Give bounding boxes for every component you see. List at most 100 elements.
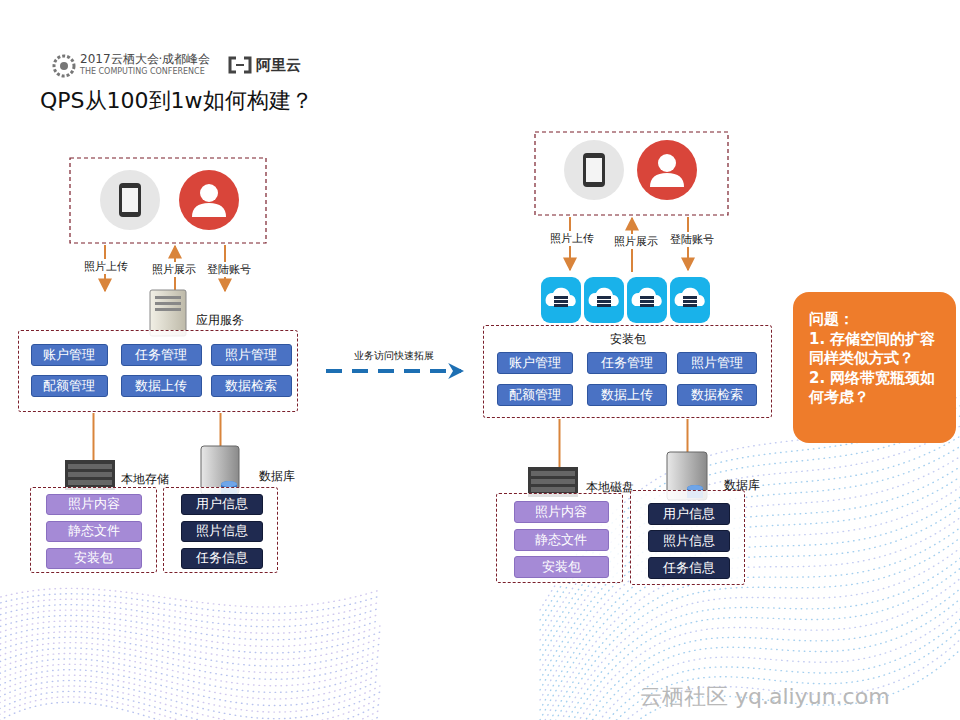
group-heading: 数据库 <box>724 477 760 494</box>
module-box: 账户管理 <box>31 344 108 366</box>
wave-dots <box>0 610 380 633</box>
wave-dots <box>0 653 380 685</box>
phone-icon <box>564 140 624 200</box>
logo-text: 阿里云 <box>256 56 301 75</box>
wave-dots <box>0 643 380 673</box>
person-icon <box>179 170 239 230</box>
aliyun-logo <box>230 58 250 72</box>
group-frame: 本地磁盘照片内容静态文件安装包 <box>496 493 623 583</box>
module-box: 任务管理 <box>587 352 667 374</box>
person-icon <box>637 140 697 200</box>
phone-icon <box>100 170 160 230</box>
wave-dots <box>0 697 380 720</box>
question-callout: 问题：1. 存储空间的扩容同样类似方式？2. 网络带宽瓶颈如何考虑？ <box>793 292 956 443</box>
wave-dots <box>0 648 380 679</box>
logo-text: THE COMPUTING CONFERENCE <box>80 67 205 76</box>
module-box: 用户信息 <box>181 494 263 515</box>
box-text: 照片管理 <box>691 354 743 372</box>
wave-dots <box>0 626 380 653</box>
box-text: 照片信息 <box>663 532 715 550</box>
wave-dots <box>540 590 960 720</box>
wave-dots <box>540 560 960 720</box>
box-text: 问题： <box>809 310 946 330</box>
module-box: 用户信息 <box>648 503 730 525</box>
group-heading: 应用服务 <box>196 312 244 329</box>
flow-label: 登陆账号 <box>205 262 253 277</box>
module-box: 照片内容 <box>46 494 142 515</box>
box-text: 照片内容 <box>68 495 120 513</box>
group-frame: 安装包账户管理任务管理照片管理配额管理数据上传数据检索 <box>483 325 772 418</box>
wave-dots <box>0 615 380 639</box>
box-text: 任务管理 <box>601 354 653 372</box>
expansion-arrow <box>326 369 461 373</box>
cloud-server-icons <box>541 277 710 323</box>
wave-dots <box>540 640 960 720</box>
wave-dots <box>0 670 380 706</box>
box-text: 数据检索 <box>691 386 743 404</box>
box-text: 数据检索 <box>225 377 277 395</box>
box-text: 2. 网络带宽瓶颈如何考虑？ <box>809 369 946 408</box>
wave-dots <box>540 600 960 720</box>
box-text: 静态文件 <box>535 531 587 549</box>
conference-logo <box>54 56 74 76</box>
module-box: 数据上传 <box>587 384 667 406</box>
group-frame: 数据库用户信息照片信息任务信息 <box>630 490 745 585</box>
box-text: 静态文件 <box>68 522 120 540</box>
box-text: 用户信息 <box>663 505 715 523</box>
wave-dots <box>540 610 960 720</box>
wave-dots <box>0 599 380 620</box>
module-box: 安装包 <box>46 548 142 569</box>
wave-dots <box>540 620 960 720</box>
flow-label: 照片上传 <box>82 259 130 274</box>
box-text: 安装包 <box>542 558 581 576</box>
wave-dots <box>0 594 380 614</box>
box-text: 照片信息 <box>196 522 248 540</box>
box-text: 账户管理 <box>43 346 95 364</box>
module-box: 任务管理 <box>121 344 202 366</box>
user-frame <box>535 132 728 215</box>
module-box: 数据上传 <box>121 375 202 397</box>
group-heading: 本地磁盘 <box>586 479 634 496</box>
module-box: 账户管理 <box>497 352 573 374</box>
box-text: 任务信息 <box>196 549 248 567</box>
wave-dots <box>0 632 380 660</box>
box-text: 配额管理 <box>509 386 561 404</box>
flow-label: 照片上传 <box>548 231 596 246</box>
flow-label: 登陆账号 <box>668 232 716 247</box>
box-text: 照片管理 <box>225 346 277 364</box>
edge-label: 业务访问快速拓展 <box>352 349 436 363</box>
group-frame: 本地存储照片内容静态文件安装包 <box>30 487 157 573</box>
user-frame <box>70 158 266 243</box>
box-text: 账户管理 <box>509 354 561 372</box>
box-text: 1. 存储空间的扩容同样类似方式？ <box>809 330 946 369</box>
wave-dots <box>0 588 380 607</box>
wave-dots <box>0 621 380 647</box>
module-box: 照片管理 <box>677 352 757 374</box>
wave-dots <box>0 702 380 720</box>
module-box: 照片内容 <box>514 501 609 523</box>
module-box: 任务信息 <box>181 548 263 569</box>
module-box: 数据检索 <box>211 375 292 397</box>
slide-title: QPS从100到1w如何构建？ <box>40 86 313 116</box>
wave-dots <box>0 675 380 712</box>
module-box: 配额管理 <box>31 375 108 397</box>
group-heading: 本地存储 <box>121 471 169 488</box>
group-frame: 数据库用户信息照片信息任务信息 <box>163 487 278 573</box>
wave-dots <box>0 664 380 699</box>
wave-dots <box>0 659 380 693</box>
module-box: 安装包 <box>514 556 609 578</box>
module-box: 照片信息 <box>181 521 263 542</box>
module-box: 配额管理 <box>497 384 573 406</box>
wave-dots <box>0 605 380 627</box>
flow-label: 照片展示 <box>612 234 660 249</box>
module-box: 照片信息 <box>648 530 730 552</box>
box-text: 任务管理 <box>135 346 187 364</box>
wave-dots <box>540 630 960 720</box>
group-frame: 应用服务账户管理任务管理照片管理配额管理数据上传数据检索 <box>18 330 298 412</box>
box-text: 用户信息 <box>196 495 248 513</box>
module-box: 数据检索 <box>677 384 757 406</box>
box-text: 配额管理 <box>43 377 95 395</box>
rack-icon <box>65 460 115 490</box>
group-heading: 数据库 <box>259 468 295 485</box>
box-text: 照片内容 <box>535 503 587 521</box>
